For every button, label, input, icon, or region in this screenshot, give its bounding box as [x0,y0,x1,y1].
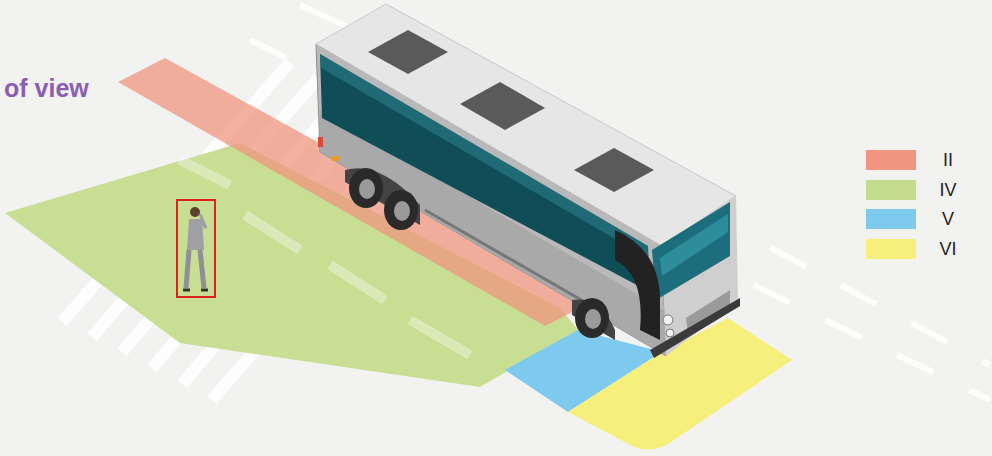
legend-row: V [866,209,958,239]
pedestrian-head [190,207,200,217]
detection-box [177,200,215,297]
hub [585,309,601,329]
legend-swatch [866,150,916,170]
bus-roof [316,4,736,246]
pedestrian-shoes [183,289,208,292]
roof-vent [460,82,545,130]
crosswalk-stripe [180,160,230,185]
legend-label: VI [938,239,958,259]
roof-vent [368,30,448,74]
legend-label: II [938,150,958,170]
rear-light [318,137,323,147]
legend-swatch [866,209,916,229]
legend-row: IV [866,180,958,210]
wheel [384,190,418,230]
pedestrian-legs [186,250,204,288]
front-corner-trim [615,230,660,340]
side-marker [332,156,339,161]
hub [394,201,410,221]
legend-swatch [866,180,916,200]
legend-label: IV [938,180,958,200]
bumper [650,298,740,358]
wheel [575,298,609,338]
hub [359,179,375,199]
legend-swatch [866,239,916,259]
pedestrian-arm [200,214,206,228]
windshield-glare [660,214,728,276]
title: of view [4,74,89,103]
legend-label: V [938,209,958,229]
legend-row: II [866,150,958,180]
headlight [666,329,674,337]
crosswalk-stripe [245,215,300,250]
headlight [663,315,673,325]
roof-vent [574,148,654,192]
wheel [349,168,383,208]
side-trim [425,210,590,305]
windshield [652,202,730,300]
pedestrian [183,207,208,290]
legend-row: VI [866,239,958,269]
legend: II IV V VI [866,150,958,268]
crosswalk-stripe [410,320,470,355]
bus [316,4,740,358]
crosswalk-stripe [330,265,385,300]
